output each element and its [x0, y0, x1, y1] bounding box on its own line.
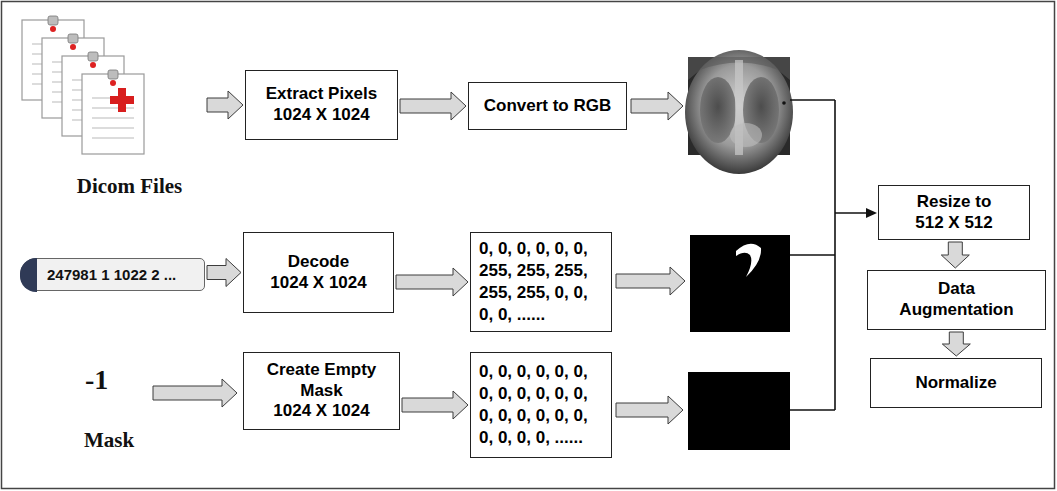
process-box: Convert to RGB	[468, 82, 627, 130]
empty-mask-image	[688, 372, 790, 450]
merge-line	[835, 212, 868, 214]
box-label: Normalize	[915, 373, 996, 394]
pixel-values: 0, 0, 0, 0, 0, 0, 255, 255, 255, 255, 25…	[470, 232, 612, 332]
process-box: Data Augmentation	[867, 270, 1046, 330]
box-label: Decode	[288, 252, 349, 273]
red-cross	[110, 88, 134, 112]
mask-image	[736, 244, 761, 277]
page-clip	[110, 80, 116, 86]
block-arrow	[153, 379, 237, 407]
page-line	[92, 127, 134, 129]
mask-caption: Mask	[84, 428, 134, 453]
xray-image	[730, 123, 762, 147]
merge-line	[790, 99, 835, 101]
page-clip	[108, 70, 118, 79]
rle-string: 247981 1 1022 2 ...	[20, 258, 205, 291]
pixel-text: 0, 0, 0, 0, 0, 0, 0, 0, 0, 0, 0, 0, 0, 0…	[479, 361, 603, 449]
block-arrow	[400, 92, 466, 120]
process-box: Decode1024 X 1024	[243, 232, 394, 313]
box-label: Resize to 512 X 512	[902, 192, 1007, 233]
merge-line	[790, 409, 835, 411]
box-label: 247981 1 1022 2 ...	[47, 266, 176, 284]
block-arrow	[396, 268, 468, 296]
mask-image	[690, 235, 790, 332]
block-arrow	[941, 242, 969, 268]
xray-image	[782, 101, 786, 105]
block-arrow	[942, 332, 970, 356]
process-box: Resize to 512 X 512	[878, 185, 1030, 240]
process-box: Create Empty Mask1024 X 1024	[243, 352, 400, 430]
page-clip	[88, 52, 98, 61]
page-clip	[68, 34, 78, 43]
page-clip	[70, 44, 76, 50]
empty-mask-image	[688, 372, 790, 450]
merge-line	[790, 100, 868, 410]
dicom-icon	[18, 15, 168, 170]
box-label: Convert to RGB	[484, 96, 612, 117]
pixel-values: 0, 0, 0, 0, 0, 0, 0, 0, 0, 0, 0, 0, 0, 0…	[470, 352, 612, 458]
process-box: Normalize	[870, 358, 1042, 408]
merge-line	[834, 100, 836, 410]
box-label: 1024 X 1024	[273, 105, 369, 126]
page-line	[92, 137, 134, 139]
box-label: Data Augmentation	[882, 279, 1032, 320]
block-arrow	[616, 396, 683, 424]
arrow-head	[866, 208, 877, 218]
mask-value: -1	[85, 364, 108, 396]
block-arrow	[207, 259, 241, 287]
merge-line	[790, 254, 835, 256]
page-clip	[48, 16, 58, 25]
box-label: Create Empty Mask	[259, 360, 384, 401]
block-arrow	[402, 391, 468, 419]
block-arrow	[207, 91, 243, 119]
page-line	[92, 107, 134, 109]
box-label: 1024 X 1024	[273, 401, 369, 422]
page-clip	[90, 62, 96, 68]
dicom-files-icon: Dicom Files	[18, 15, 205, 200]
page-clip	[50, 26, 56, 32]
block-arrow	[616, 267, 685, 295]
pixel-text: 0, 0, 0, 0, 0, 0, 255, 255, 255, 255, 25…	[479, 238, 603, 326]
rle-cap	[20, 258, 37, 292]
mask-image	[690, 235, 790, 332]
page-line	[92, 117, 134, 119]
box-label: 1024 X 1024	[270, 273, 366, 294]
xray-image	[685, 50, 793, 174]
document-page	[82, 70, 144, 154]
icon-caption: Dicom Files	[54, 175, 205, 198]
xray-image	[685, 50, 793, 174]
block-arrow	[631, 92, 683, 120]
box-label: Extract Pixels	[266, 84, 378, 105]
document-page	[82, 74, 144, 154]
process-box: Extract Pixels1024 X 1024	[245, 70, 398, 140]
